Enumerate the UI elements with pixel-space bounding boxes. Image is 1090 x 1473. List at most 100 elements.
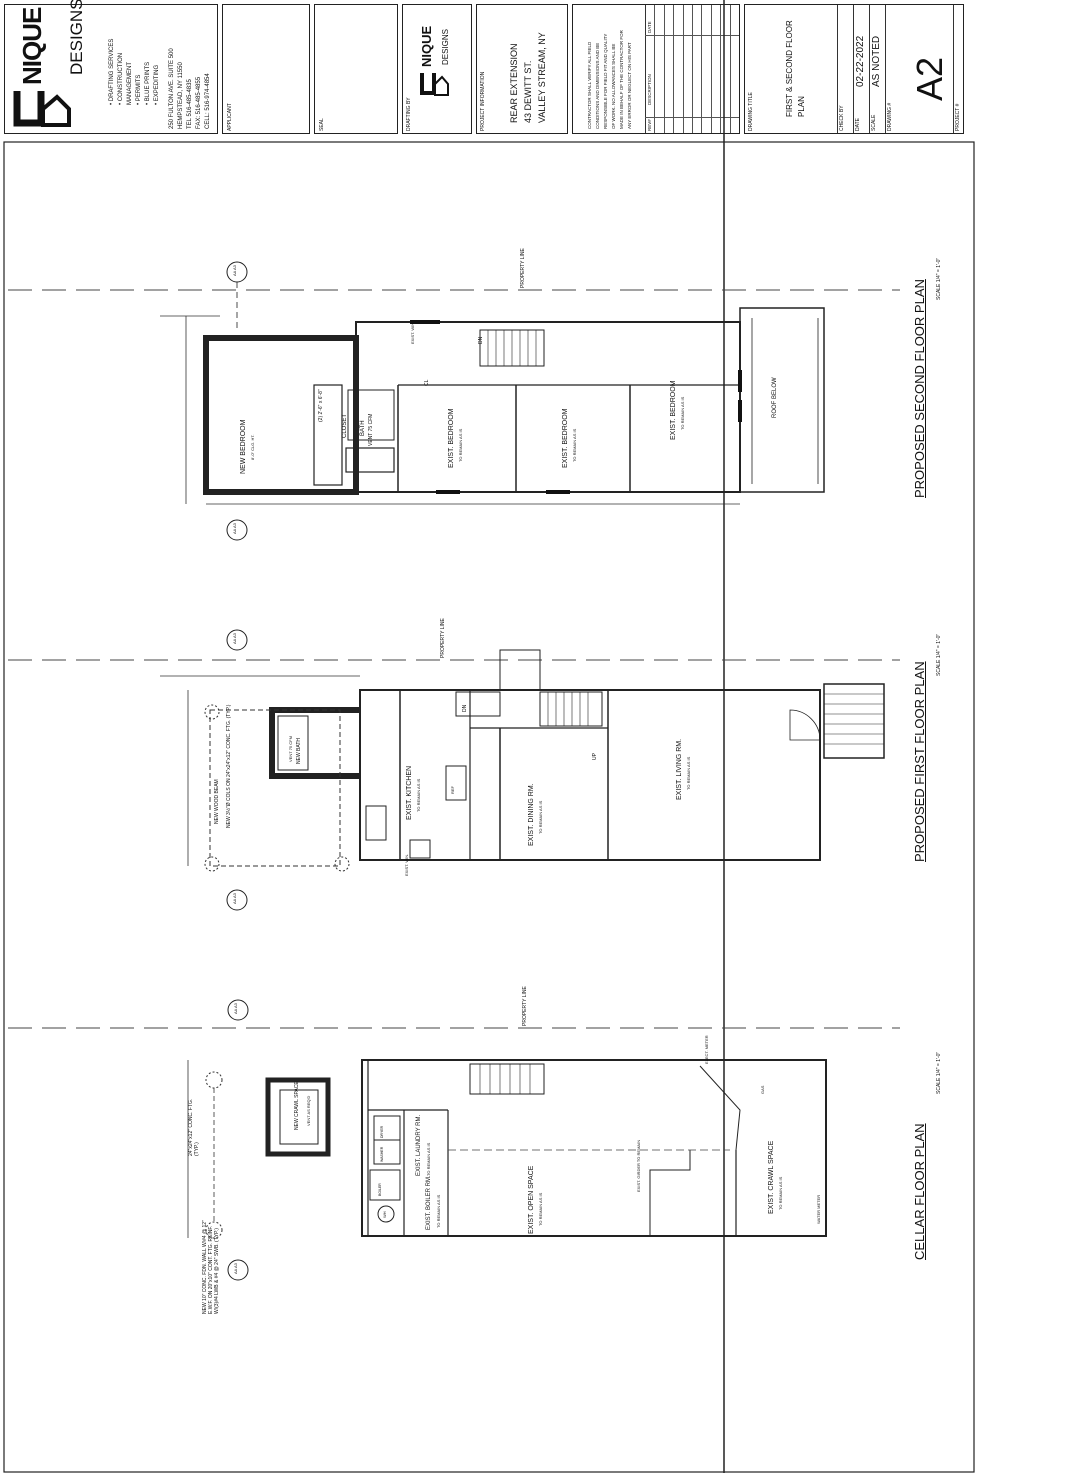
stair-up-label: UP [592, 753, 598, 760]
room-label: NEW BEDROOM [240, 419, 247, 474]
section-label: AA A3 [233, 1003, 238, 1014]
drafted-by-cell: DRAFTING BY NIQUE DESIGNS [402, 4, 472, 134]
deck-outline [209, 709, 341, 867]
second-floor-plan [160, 261, 825, 541]
section-marker [227, 1259, 249, 1281]
room-label: EXIST. DINING RM. [528, 783, 535, 846]
title-block: NIQUE DESIGNS • DRAFTING SERVICES• CONST… [0, 0, 1090, 140]
column-footing [205, 1221, 223, 1239]
section-label: AA A3 [232, 265, 237, 276]
room-note: VENT 75 CFM [288, 736, 293, 762]
ref-label: REF [450, 786, 455, 794]
foundation-note: NEW 10" CONC. FDN. WALL W/#4 @ 12" E.W.F… [202, 1220, 220, 1314]
room-label: EXIST. BEDROOM [562, 408, 569, 468]
elect-meter-label: ELECT. METER [704, 1035, 709, 1064]
stove [365, 805, 387, 841]
room-note: TO REMAIN AS IS [572, 428, 577, 462]
room-label: EXIST. KITCHEN [406, 765, 413, 820]
room-label: EXIST. BEDROOM [448, 408, 455, 468]
column-footing [334, 856, 350, 872]
revision-row-line [654, 5, 656, 133]
revision-row-line [663, 5, 665, 133]
new-crawl-space [265, 1077, 331, 1157]
revision-row-line [673, 5, 675, 133]
exterior-wall [361, 1059, 827, 1237]
applicant-cell: APPLICANT [222, 4, 310, 134]
section-label: AA A3 [233, 1263, 238, 1274]
girder-label: EXIST. GIRDER TO REMAIN [636, 1139, 641, 1192]
stair-dn-label: DN [462, 704, 468, 712]
property-line-label: PROPERTY LINE [522, 986, 528, 1026]
window-label: EXIST. WIN. [404, 853, 409, 876]
room-note: TO REMAIN AS IS [680, 396, 685, 430]
revision-row-line [729, 5, 731, 133]
revision-row-line [701, 5, 703, 133]
boiler [369, 1169, 401, 1201]
plan-title-second: PROPOSED SECOND FLOOR PLAN [912, 279, 927, 498]
section-marker [226, 519, 248, 541]
room-note: TO REMAIN AS IS [436, 1194, 441, 1228]
plan-title-cellar: CELLAR FLOOR PLAN [912, 1123, 927, 1260]
boiler-label: BOILER [378, 1183, 382, 1196]
revision-row-line [710, 5, 712, 133]
room-label: NEW CRAWL SPACE [294, 1081, 300, 1130]
column-footing [204, 704, 220, 720]
section-marker [227, 999, 249, 1021]
logo-icon [13, 89, 71, 129]
room-note: TO REMAIN AS IS [538, 1192, 543, 1226]
beam-label: NEW WOOD BEAM [214, 779, 220, 824]
room-label: EXIST. BOILER RM. [426, 1175, 432, 1230]
room-note: VENT AS REQ'D [306, 1095, 311, 1126]
bath [347, 389, 395, 441]
water-heater [377, 1205, 395, 1223]
section-label: AA A3 [232, 893, 237, 904]
revision-row-line [682, 5, 684, 133]
room-note: TO REMAIN AS IS [538, 800, 543, 834]
revision-col-line [645, 117, 739, 118]
sink [409, 839, 431, 859]
drawing-frame [3, 141, 975, 1473]
room-label: ROOF BELOW [772, 377, 778, 418]
room-note: TO REMAIN AS IS [426, 1142, 431, 1176]
footing-note: 24"x24"x12" CONC. FTG. (TYP.) [188, 1098, 200, 1156]
room-note: 8'-0" CLG. HT. [250, 434, 255, 460]
revision-col-line [645, 35, 739, 36]
property-line-label: PROPERTY LINE [440, 618, 446, 658]
room-note: TO REMAIN AS IS [416, 778, 421, 812]
room-note: VENT 75 CFM [368, 413, 374, 446]
room-label: EXIST. LAUNDRY RM. [416, 1114, 422, 1176]
room-label: BATH [360, 420, 366, 436]
room-label: EXIST. CRAWL SPACE [768, 1140, 775, 1214]
small-logo-icon [419, 71, 449, 97]
closet [313, 384, 343, 486]
wh-label: WH [382, 1211, 387, 1218]
section-marker [226, 629, 248, 651]
water-meter-label: WATER METER [816, 1194, 821, 1224]
revision-grid [645, 5, 739, 133]
stair-dn-label: DN [478, 336, 484, 344]
room-note: TO REMAIN AS IS [778, 1176, 783, 1210]
bathtub [345, 447, 395, 473]
column-footing [204, 856, 220, 872]
section-marker [226, 889, 248, 911]
room-label: EXIST. BEDROOM [670, 380, 677, 440]
column-note: NEW 3½"Ø COLS ON 24"x24"x12" CONC. FTG. … [226, 704, 232, 828]
plan-scale-second: SCALE 1/4" = 1'-0" [936, 257, 942, 300]
plan-scale-first: SCALE 1/4" = 1'-0" [936, 633, 942, 676]
section-label: AA A3 [232, 633, 237, 644]
section-label: AA A3 [232, 523, 237, 534]
room-label: EXIST. OPEN SPACE [528, 1165, 535, 1234]
revision-row-line [692, 5, 693, 133]
property-line-label: PROPERTY LINE [520, 248, 526, 288]
washer-label: WASHER [380, 1146, 384, 1162]
revision-row-line [720, 5, 722, 133]
closet-label: CL [424, 379, 430, 386]
room-note: TO REMAIN AS IS [686, 756, 691, 790]
room-note: (2) 2'-6" x 6'-8" [318, 389, 324, 422]
cellar-floor-plan [187, 999, 827, 1281]
